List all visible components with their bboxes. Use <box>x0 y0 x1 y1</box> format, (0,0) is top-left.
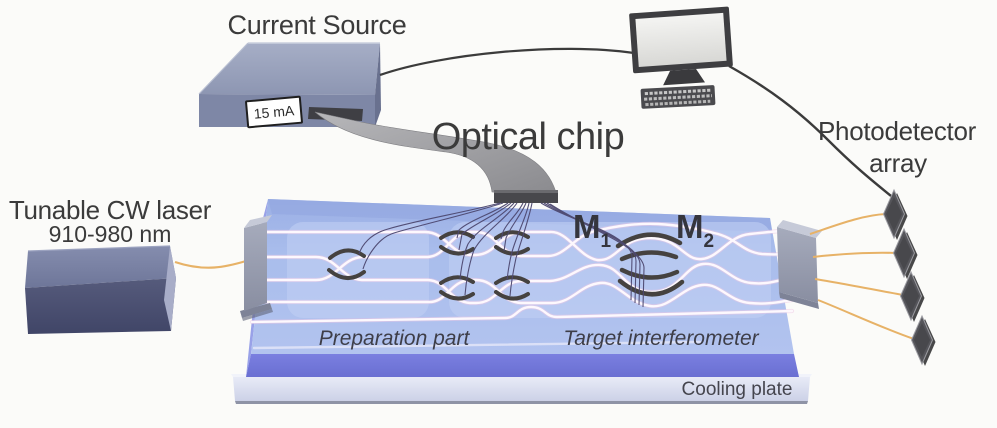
optical-chip-label: Optical chip <box>431 116 625 158</box>
waveguide <box>250 228 794 262</box>
waveguide <box>250 222 794 282</box>
heater-arc <box>615 232 683 249</box>
heater-arc <box>439 245 475 256</box>
waveguide <box>250 255 794 305</box>
chip-front-face <box>246 354 799 377</box>
heater-arc <box>617 278 685 297</box>
control-wire <box>456 202 509 239</box>
target-interferometer-label: Target interferometer <box>563 327 759 350</box>
laser-label-line2: 910-980 nm <box>48 221 172 247</box>
photodetector-array <box>882 188 936 366</box>
control-wire <box>509 202 533 297</box>
laser-device <box>25 245 176 334</box>
photodetector-label-line2: array <box>869 148 927 178</box>
photodetector-1 <box>882 188 908 240</box>
photodetector-4 <box>910 314 936 366</box>
control-wire <box>458 202 512 251</box>
m2-subscript: 2 <box>703 231 715 252</box>
heater-arc <box>494 290 530 301</box>
output-fiber <box>809 213 887 235</box>
input-coupler <box>240 215 273 321</box>
control-wires <box>358 202 645 308</box>
m1-label: M1 <box>573 208 611 252</box>
control-wire <box>464 202 518 296</box>
current-display: 15 mA <box>244 95 304 129</box>
heater-arc <box>439 290 475 301</box>
photodetector-2 <box>892 227 918 279</box>
waveguides <box>249 221 795 350</box>
preparation-part-label: Preparation part <box>318 327 470 350</box>
heater-arc <box>619 267 680 280</box>
heater-arc <box>619 250 679 262</box>
cooling-plate-label: Cooling plate <box>681 379 793 400</box>
m1-subscript: 1 <box>600 231 612 252</box>
heaters <box>327 230 685 301</box>
output-coupler <box>777 220 822 309</box>
heater-arc <box>494 230 530 240</box>
heater-arc <box>439 230 475 240</box>
control-wire <box>362 202 504 270</box>
monitor-stand <box>663 68 706 86</box>
monitor-screen <box>635 12 727 67</box>
output-fiber <box>812 251 897 258</box>
control-wire <box>506 202 530 281</box>
heater-arc <box>439 275 475 285</box>
control-wire <box>358 202 501 255</box>
heater-arc <box>327 268 366 280</box>
source-computer-cable <box>379 47 635 77</box>
output-fiber <box>814 278 904 296</box>
waveguide <box>250 305 794 324</box>
preparation-panel <box>287 222 429 318</box>
heater-arc <box>328 248 366 260</box>
control-wire <box>500 202 524 240</box>
waveguide <box>252 340 702 350</box>
m2-label: M2 <box>676 208 714 252</box>
photodetector-label-line1: Photodetector <box>818 116 976 146</box>
current-display-value: 15 mA <box>253 102 295 122</box>
computer-monitor <box>629 6 733 86</box>
waveguide <box>250 278 794 308</box>
chip-connector <box>494 190 558 203</box>
output-fibers <box>809 213 915 340</box>
current-source-label: Current Source <box>227 10 407 40</box>
input-fiber <box>174 259 247 269</box>
laser-label-line1: Tunable CW laser <box>8 195 212 225</box>
control-wire <box>459 202 515 280</box>
keyboard <box>640 85 716 109</box>
computer-detector-cable <box>728 64 892 197</box>
photodetector-3 <box>899 270 925 322</box>
output-fiber <box>817 299 915 340</box>
control-wire <box>503 202 527 252</box>
control-wire <box>549 203 645 308</box>
